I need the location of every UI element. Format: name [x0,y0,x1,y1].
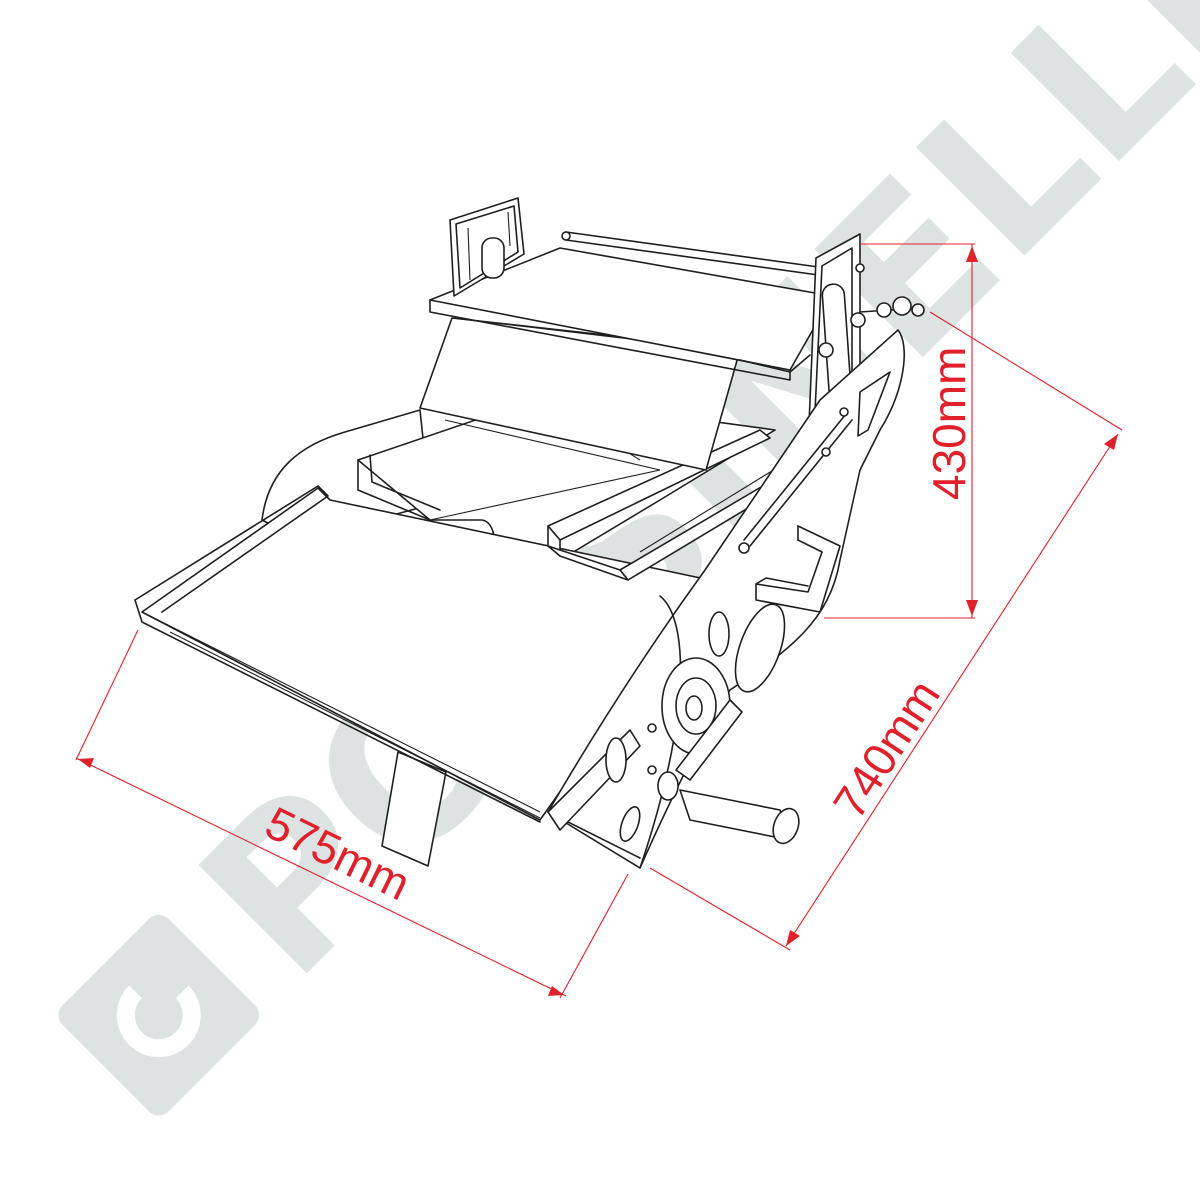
depth-label: 740mm [823,670,950,827]
arrow-head-icon [548,986,564,996]
top-rods [561,231,841,279]
arrow-head-icon [966,600,978,616]
machine-drawing [134,197,925,869]
arrow-head-icon [1104,434,1118,450]
side-handle [755,525,841,613]
side-knobs [855,263,925,318]
arrow-head-icon [786,930,800,946]
arrow-head-icon [966,246,978,262]
watermark-logo-icon [58,914,260,1116]
support-leg [381,751,447,867]
front-tray [134,485,711,823]
arrow-head-icon [78,758,94,768]
lower-bracket [547,729,641,842]
height-label: 430mm [923,347,975,500]
height-dimension: 430mm [824,243,978,619]
crank-handle [657,699,800,845]
left-bracket [449,197,525,297]
